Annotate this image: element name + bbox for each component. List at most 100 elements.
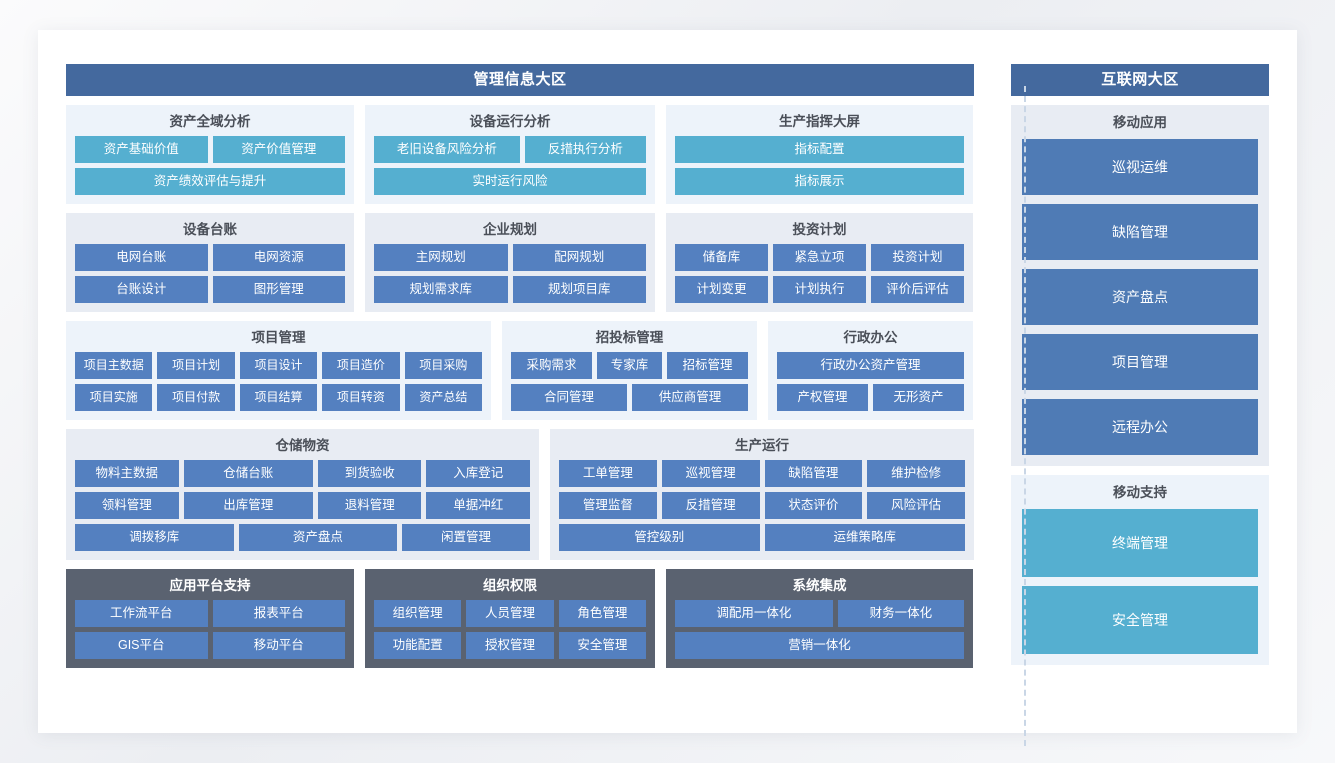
module-button[interactable]: 报表平台: [212, 600, 345, 627]
module-button[interactable]: 单据冲红: [426, 492, 530, 519]
module-button[interactable]: 人员管理: [466, 600, 554, 627]
module-button[interactable]: 指标配置: [675, 136, 964, 163]
button-row: 资产绩效评估与提升: [75, 168, 345, 195]
module-button[interactable]: 项目采购: [404, 352, 483, 379]
module-button[interactable]: 主网规划: [374, 244, 508, 271]
module-button[interactable]: 反措管理: [661, 492, 760, 519]
module-button[interactable]: 招标管理: [666, 352, 749, 379]
module-button[interactable]: 项目设计: [239, 352, 318, 379]
module-button[interactable]: 项目实施: [75, 384, 153, 411]
group-card: 招投标管理采购需求专家库招标管理合同管理供应商管理: [502, 321, 757, 420]
button-row: 老旧设备风险分析反措执行分析: [374, 136, 646, 163]
module-button[interactable]: 项目付款: [157, 384, 235, 411]
module-button[interactable]: 领料管理: [75, 492, 179, 519]
module-button[interactable]: 缺陷管理: [764, 460, 863, 487]
module-button[interactable]: 风险评估: [867, 492, 965, 519]
module-button[interactable]: 资产价值管理: [212, 136, 345, 163]
module-button[interactable]: 闲置管理: [402, 524, 530, 551]
module-button[interactable]: 老旧设备风险分析: [374, 136, 520, 163]
module-button[interactable]: 计划执行: [773, 276, 866, 303]
module-button[interactable]: 调拨移库: [75, 524, 234, 551]
group-title: 生产指挥大屏: [779, 114, 860, 129]
module-button[interactable]: 入库登记: [426, 460, 530, 487]
group-equipment-operation-analysis: 设备运行分析老旧设备风险分析反措执行分析实时运行风险: [365, 105, 655, 204]
module-button[interactable]: 行政办公资产管理: [777, 352, 964, 379]
module-button[interactable]: 电网台账: [75, 244, 208, 271]
module-button[interactable]: 指标展示: [675, 168, 964, 195]
module-button[interactable]: 配网规划: [512, 244, 646, 271]
module-button[interactable]: 缺陷管理: [1022, 204, 1258, 260]
module-button[interactable]: 功能配置: [374, 632, 462, 659]
left-row-4: 仓储物资物料主数据仓储台账到货验收入库登记领料管理出库管理退料管理单据冲红调拨移…: [66, 429, 974, 560]
module-button[interactable]: 资产绩效评估与提升: [75, 168, 345, 195]
button-row: 项目主数据项目计划项目设计项目造价项目采购: [75, 352, 483, 379]
module-button[interactable]: 图形管理: [212, 276, 345, 303]
module-button[interactable]: 资产盘点: [238, 524, 398, 551]
module-button[interactable]: GIS平台: [75, 632, 208, 659]
module-button[interactable]: 退料管理: [317, 492, 422, 519]
module-button[interactable]: 维护检修: [867, 460, 965, 487]
module-button[interactable]: 供应商管理: [632, 384, 748, 411]
group-bidding-management: 招投标管理采购需求专家库招标管理合同管理供应商管理: [502, 321, 757, 420]
module-button[interactable]: 巡视管理: [661, 460, 760, 487]
module-button[interactable]: 调配用一体化: [675, 600, 833, 627]
button-row: 领料管理出库管理退料管理单据冲红: [75, 492, 530, 519]
module-button[interactable]: 终端管理: [1022, 509, 1258, 577]
module-button[interactable]: 工作流平台: [75, 600, 208, 627]
module-button[interactable]: 出库管理: [183, 492, 313, 519]
module-button[interactable]: 储备库: [675, 244, 768, 271]
group-warehouse-materials: 仓储物资物料主数据仓储台账到货验收入库登记领料管理出库管理退料管理单据冲红调拨移…: [66, 429, 539, 560]
module-button[interactable]: 物料主数据: [75, 460, 179, 487]
module-button[interactable]: 计划变更: [675, 276, 768, 303]
module-button[interactable]: 项目计划: [157, 352, 235, 379]
internet-group-card: 移动支持终端管理安全管理: [1011, 475, 1269, 665]
module-button[interactable]: 规划需求库: [374, 276, 508, 303]
module-button[interactable]: 反措执行分析: [524, 136, 646, 163]
module-button[interactable]: 工单管理: [559, 460, 657, 487]
module-button[interactable]: 专家库: [597, 352, 662, 379]
module-button[interactable]: 投资计划: [871, 244, 964, 271]
module-button[interactable]: 组织管理: [374, 600, 462, 627]
group-card: 行政办公行政办公资产管理产权管理无形资产: [768, 321, 973, 420]
module-button[interactable]: 安全管理: [1022, 586, 1258, 654]
module-button[interactable]: 运维策略库: [764, 524, 965, 551]
module-button[interactable]: 状态评价: [764, 492, 863, 519]
group-asset-global-analysis: 资产全域分析资产基础价值资产价值管理资产绩效评估与提升: [66, 105, 354, 204]
module-button[interactable]: 资产总结: [404, 384, 483, 411]
module-button[interactable]: 评价后评估: [871, 276, 964, 303]
module-button[interactable]: 采购需求: [511, 352, 593, 379]
module-button[interactable]: 资产盘点: [1022, 269, 1258, 325]
module-button[interactable]: 紧急立项: [773, 244, 866, 271]
module-button[interactable]: 安全管理: [558, 632, 646, 659]
button-row: 营销一体化: [675, 632, 964, 659]
module-button[interactable]: 到货验收: [317, 460, 422, 487]
group-card: 投资计划储备库紧急立项投资计划计划变更计划执行评价后评估: [666, 213, 973, 312]
button-row: 规划需求库规划项目库: [374, 276, 646, 303]
module-button[interactable]: 实时运行风险: [374, 168, 646, 195]
module-button[interactable]: 远程办公: [1022, 399, 1258, 455]
module-button[interactable]: 合同管理: [511, 384, 627, 411]
module-button[interactable]: 管理监督: [559, 492, 657, 519]
module-button[interactable]: 授权管理: [466, 632, 554, 659]
module-button[interactable]: 角色管理: [558, 600, 646, 627]
module-button[interactable]: 资产基础价值: [75, 136, 208, 163]
module-button[interactable]: 规划项目库: [512, 276, 646, 303]
module-button[interactable]: 巡视运维: [1022, 139, 1258, 195]
module-button[interactable]: 电网资源: [212, 244, 345, 271]
module-button[interactable]: 产权管理: [777, 384, 868, 411]
module-button[interactable]: 无形资产: [873, 384, 964, 411]
module-button[interactable]: 项目结算: [239, 384, 318, 411]
group-administrative-office: 行政办公行政办公资产管理产权管理无形资产: [768, 321, 973, 420]
module-button[interactable]: 营销一体化: [675, 632, 964, 659]
module-button[interactable]: 仓储台账: [183, 460, 313, 487]
module-button[interactable]: 项目造价: [322, 352, 400, 379]
module-button[interactable]: 财务一体化: [837, 600, 964, 627]
module-button[interactable]: 项目主数据: [75, 352, 153, 379]
module-button[interactable]: 台账设计: [75, 276, 208, 303]
module-button[interactable]: 管控级别: [559, 524, 760, 551]
module-button[interactable]: 项目管理: [1022, 334, 1258, 390]
module-button[interactable]: 移动平台: [212, 632, 345, 659]
module-button[interactable]: 项目转资: [322, 384, 400, 411]
